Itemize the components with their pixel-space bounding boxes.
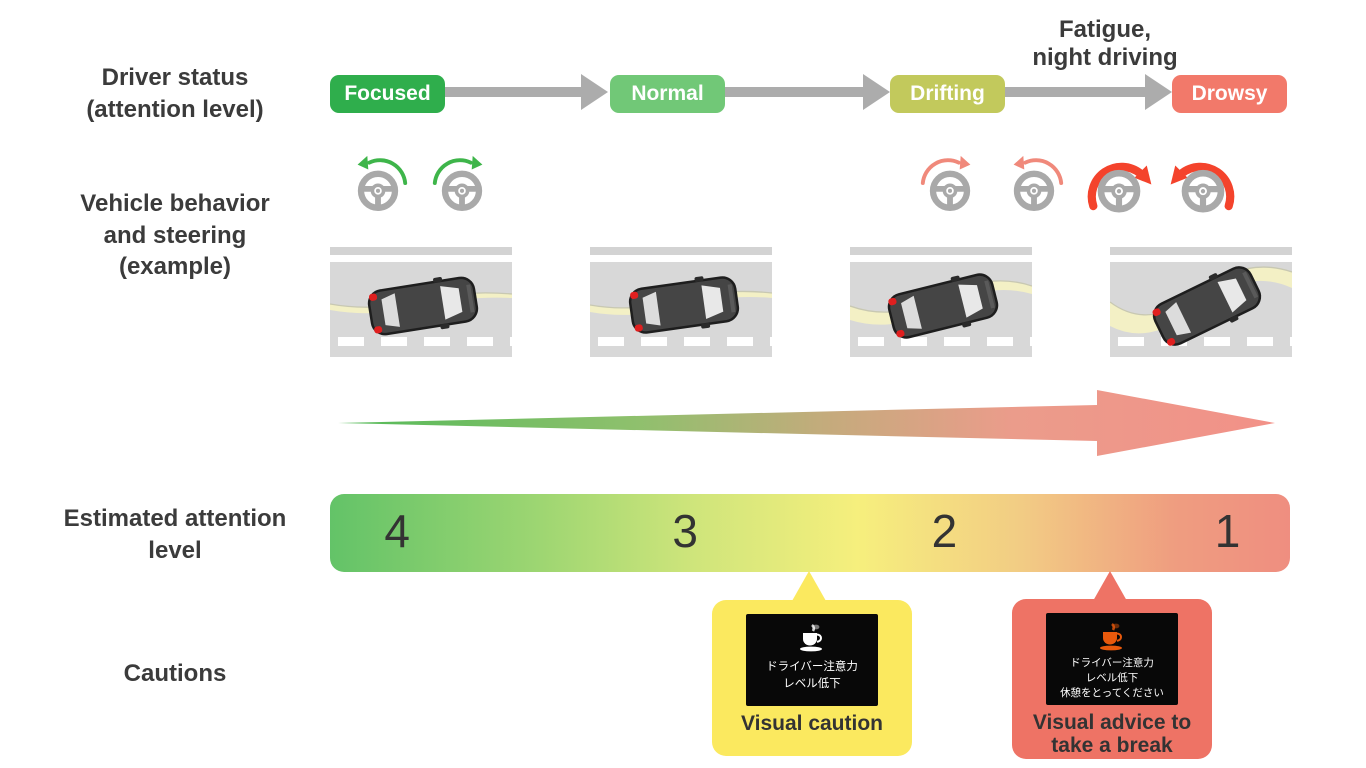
status-badge-drowsy: Drowsy: [1172, 75, 1287, 113]
visual-caution-caption: Visual caution: [741, 712, 883, 735]
car-top-view: [628, 276, 740, 334]
screen-warning-text: ドライバー注意力 レベル低下 休憩をとってください: [1060, 657, 1164, 700]
steering-wheel-ccw-drift-icon: [1000, 150, 1068, 220]
fatigue-night-driving-note: Fatigue, night driving: [1032, 16, 1178, 71]
road-scene-drifting: [849, 244, 1033, 358]
visual-caution-callout: ドライバー注意力 レベル低下 Visual caution: [712, 600, 912, 756]
wheel-glyph: [929, 170, 971, 211]
status-badge-drifting: Drifting: [890, 75, 1005, 113]
road-scene-focused: [329, 244, 513, 358]
take-break-callout: ドライバー注意力 レベル低下 休憩をとってください Visual advice …: [1012, 599, 1212, 759]
steering-wheel-cw-gentle-icon: [428, 150, 496, 220]
wheel-glyph: [1013, 170, 1055, 211]
screen-warning-text: ドライバー注意力 レベル低下: [766, 661, 858, 691]
vehicle-behavior-row-label: Vehicle behavior and steering (example): [80, 190, 270, 281]
steering-wheel-ccw-gentle-icon: [344, 150, 412, 220]
caution-pointer-red: [1093, 571, 1127, 601]
attention-level-bar: 4 3 2 1: [330, 494, 1290, 572]
arrow-normal-to-drifting: [725, 87, 865, 97]
arrow-head-icon: [863, 74, 890, 110]
coffee-cup-icon: [800, 624, 822, 652]
arrow-focused-to-normal: [445, 87, 583, 97]
attention-level-1: 1: [1214, 504, 1241, 557]
estimated-attention-row-label: Estimated attention level: [63, 505, 287, 564]
steering-wheel-cw-drift-icon: [916, 150, 984, 220]
attention-level-2: 2: [931, 504, 958, 557]
cluster-display-screen: ドライバー注意力 レベル低下: [746, 614, 878, 706]
driver-status-row-label: Driver status (attention level): [86, 64, 264, 123]
car-top-view: [887, 273, 999, 339]
car-top-view: [367, 276, 479, 336]
wheel-glyph: [1181, 169, 1225, 213]
attention-decline-trend-arrow: [335, 382, 1280, 462]
wheel-glyph: [441, 170, 483, 211]
steering-wheel-cw-severe-icon: [1082, 148, 1156, 222]
attention-level-3: 3: [672, 504, 698, 557]
caution-pointer-yellow: [792, 571, 826, 601]
attention-level-4: 4: [384, 504, 410, 557]
coffee-cup-icon: [1100, 623, 1122, 651]
road-scene-normal: [589, 244, 773, 358]
take-break-caption: Visual advice to take a break: [1032, 711, 1192, 757]
steering-wheel-ccw-severe-icon: [1166, 148, 1240, 222]
cautions-row-label: Cautions: [123, 660, 227, 687]
status-badge-normal: Normal: [610, 75, 725, 113]
road-scene-drowsy: [1109, 244, 1293, 358]
arrow-head-icon: [1145, 74, 1172, 110]
wheel-glyph: [357, 170, 399, 211]
arrow-drifting-to-drowsy: [1005, 87, 1147, 97]
cluster-display-screen: ドライバー注意力 レベル低下 休憩をとってください: [1046, 613, 1178, 705]
car-top-view: [1152, 266, 1262, 346]
arrow-head-icon: [581, 74, 608, 110]
wheel-glyph: [1097, 169, 1141, 213]
status-badge-focused: Focused: [330, 75, 445, 113]
